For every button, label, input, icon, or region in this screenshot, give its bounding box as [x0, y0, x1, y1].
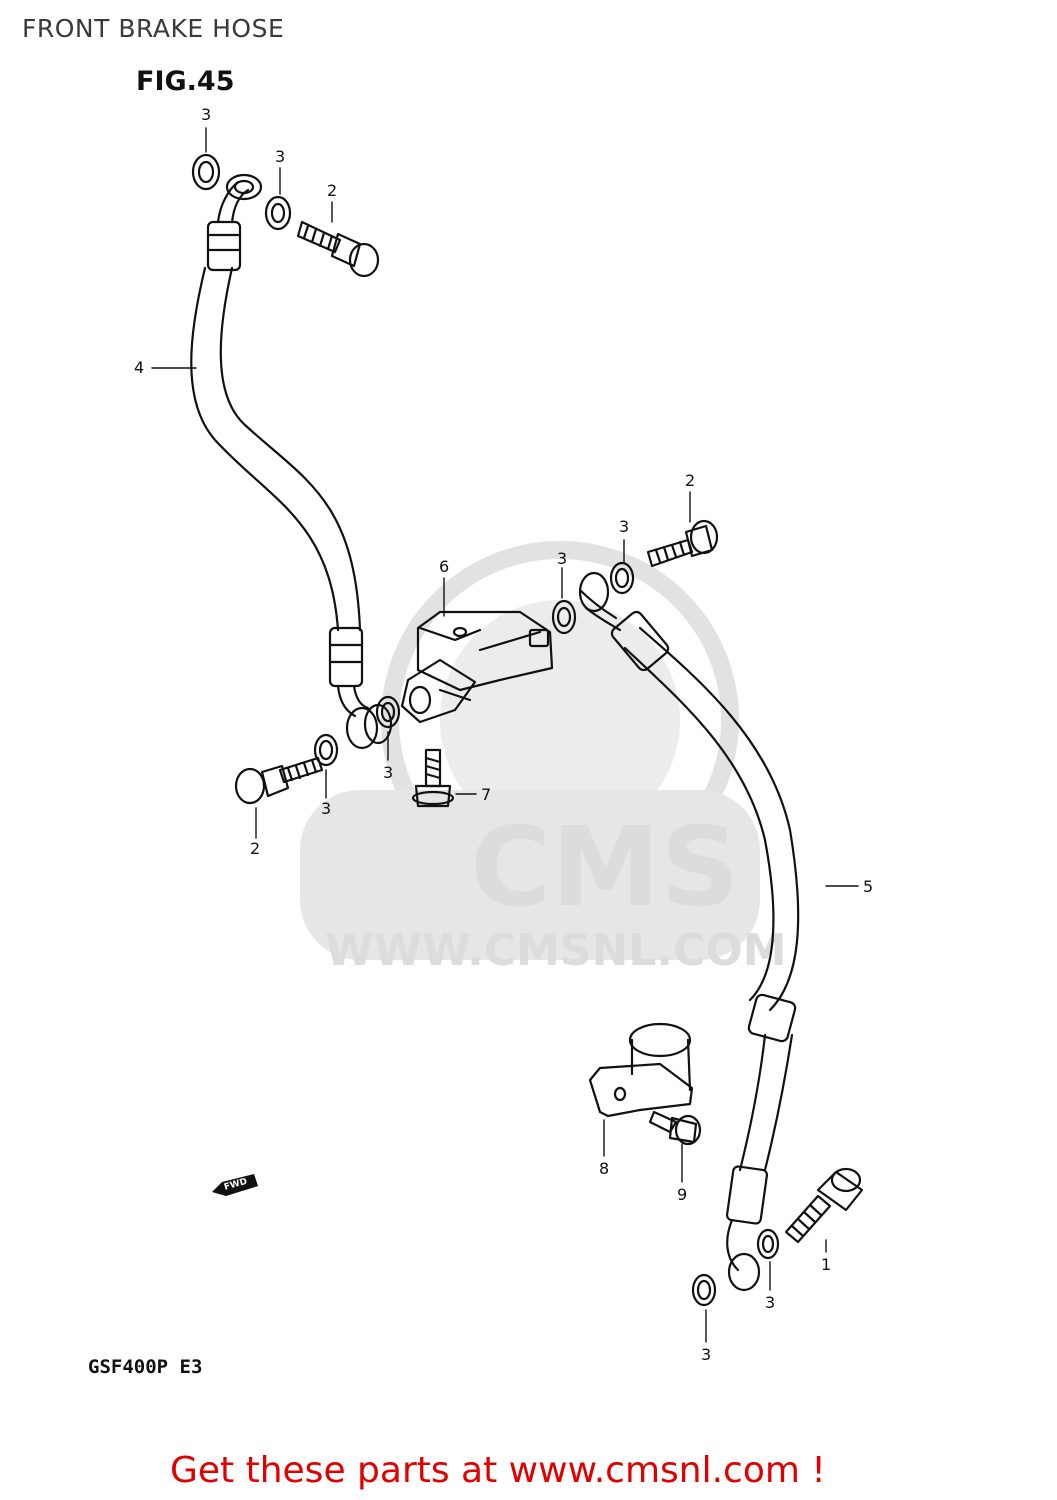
callout-1: 1	[821, 1255, 831, 1274]
figure-label: FIG.45	[136, 66, 235, 97]
union-bolt-lower	[784, 1167, 864, 1244]
watermark-logo: CMS	[470, 803, 739, 931]
callout-3: 3	[557, 549, 567, 568]
callout-5: 5	[863, 877, 873, 896]
callout-3: 3	[701, 1345, 711, 1364]
callout-9: 9	[677, 1185, 687, 1204]
hose-clamp	[588, 1022, 694, 1118]
callout-8: 8	[599, 1159, 609, 1178]
callout-numbers: 3 3 2 4 2 3 3 6 3 7 3 2 5 8 9 1 3 3	[134, 105, 873, 1364]
callout-2: 2	[685, 471, 695, 490]
callout-3: 3	[321, 799, 331, 818]
brake-hose-joint	[400, 610, 554, 724]
callout-7: 7	[481, 785, 491, 804]
callout-3: 3	[201, 105, 211, 124]
sealing-washer	[191, 153, 780, 1307]
callout-3: 3	[383, 763, 393, 782]
cta-link[interactable]: Get these parts at www.cmsnl.com !	[170, 1450, 826, 1491]
page-title: FRONT BRAKE HOSE	[22, 14, 285, 43]
union-bolt	[234, 220, 719, 805]
callout-2: 2	[250, 839, 260, 858]
callout-2: 2	[327, 181, 337, 200]
callout-3: 3	[275, 147, 285, 166]
brake-hose-lower	[578, 571, 800, 1292]
watermark-url: WWW.CMSNL.COM	[325, 925, 787, 976]
cms-watermark: CMS WWW.CMSNL.COM	[300, 541, 787, 976]
callout-leaders	[151, 127, 859, 1343]
model-code: GSF400P E3	[88, 1356, 203, 1378]
brake-hose-upper	[190, 173, 393, 750]
callout-3: 3	[765, 1293, 775, 1312]
callout-6: 6	[439, 557, 449, 576]
callout-4: 4	[134, 358, 144, 377]
callout-3: 3	[619, 517, 629, 536]
forward-arrow-icon: FWD	[212, 1174, 258, 1196]
mounting-bolt	[411, 748, 455, 808]
clamp-bolt	[648, 1110, 702, 1146]
